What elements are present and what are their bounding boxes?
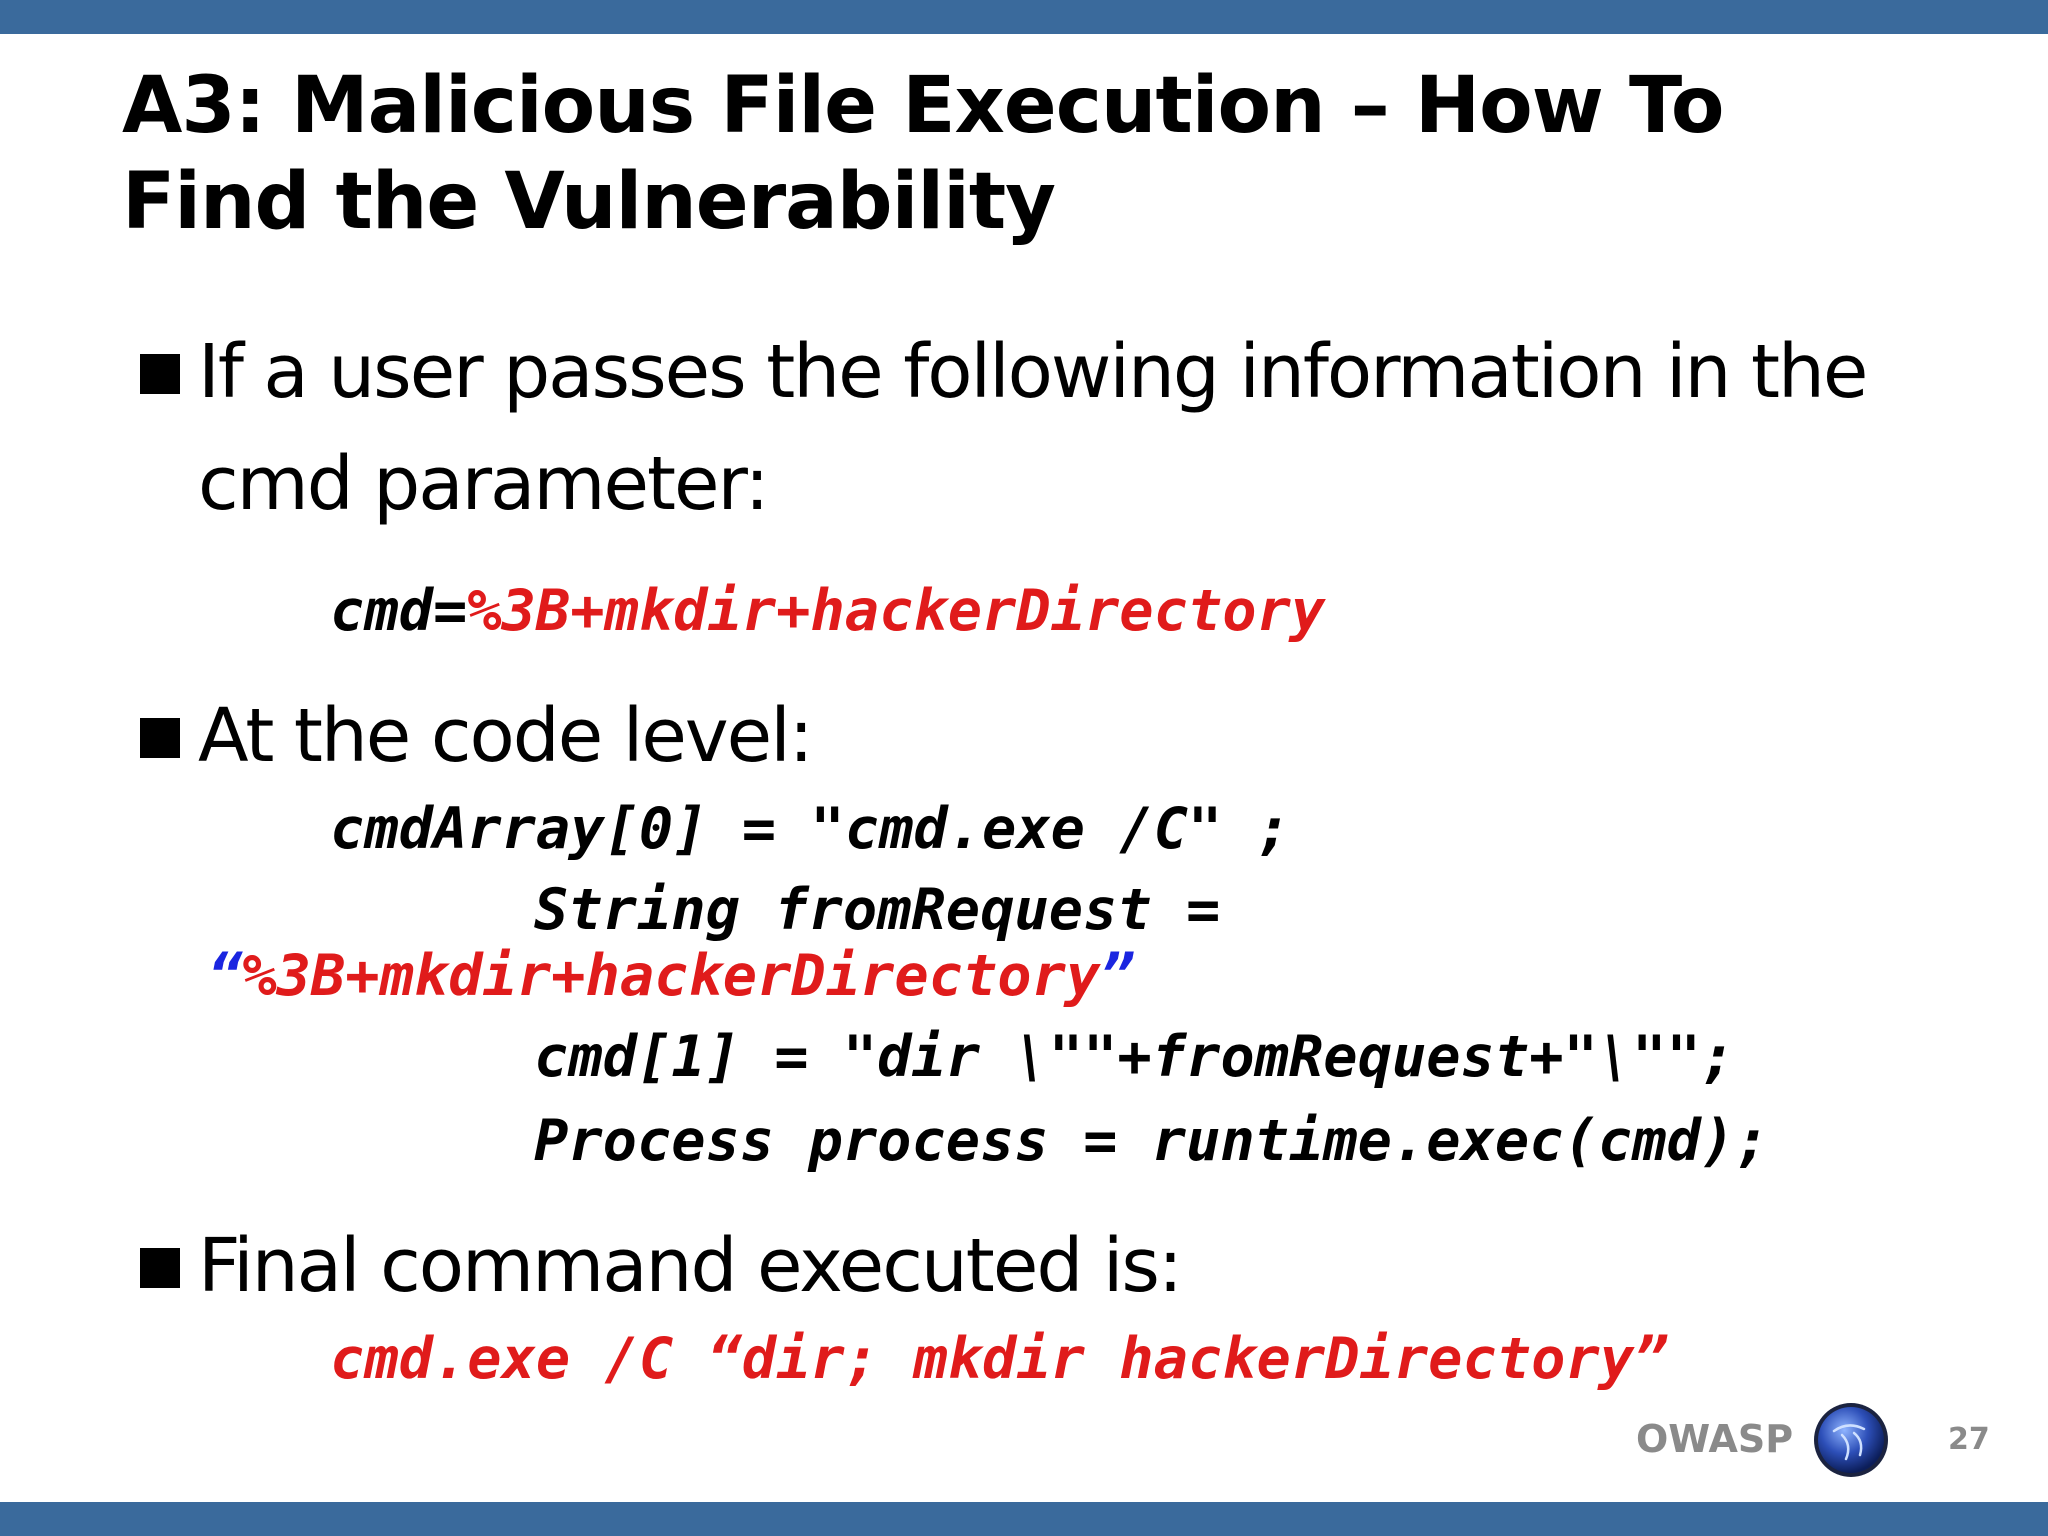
bullet-text: At the code level: bbox=[198, 693, 814, 779]
owasp-wasp-logo-icon bbox=[1814, 1403, 1888, 1477]
open-quote: “ bbox=[208, 943, 243, 1009]
cmd-param-example: cmd=%3B+mkdir+hackerDirectory bbox=[330, 578, 1325, 644]
request-value: %3B+mkdir+hackerDirectory bbox=[242, 943, 1101, 1009]
bullet-square-icon bbox=[140, 354, 180, 394]
bullet-square-icon bbox=[140, 1248, 180, 1288]
code-line: Process process = runtime.exec(cmd); bbox=[534, 1108, 1770, 1174]
page-number: 27 bbox=[1948, 1422, 1990, 1457]
code-line: “%3B+mkdir+hackerDirectory” bbox=[208, 943, 1135, 1009]
code-line: cmd[1] = "dir \""+fromRequest+"\""; bbox=[534, 1024, 1736, 1090]
final-command: cmd.exe /C “dir; mkdir hackerDirectory” bbox=[330, 1326, 1669, 1392]
code-line: cmdArray[0] = "cmd.exe /C" ; bbox=[330, 796, 1291, 862]
bullet-text: If a user passes the following informati… bbox=[198, 329, 1868, 527]
slide-title: A3: Malicious File Execution – How To Fi… bbox=[122, 61, 1724, 247]
code-line: String fromRequest = bbox=[534, 877, 1221, 943]
param-value: %3B+mkdir+hackerDirectory bbox=[467, 578, 1326, 644]
owasp-wordmark: OWASP bbox=[1636, 1417, 1794, 1461]
param-prefix: cmd= bbox=[330, 578, 468, 644]
bullet-square-icon bbox=[140, 718, 180, 758]
top-accent-bar bbox=[0, 0, 2048, 34]
bottom-accent-bar bbox=[0, 1502, 2048, 1536]
bullet-text: Final command executed is: bbox=[198, 1223, 1183, 1309]
close-quote: ” bbox=[1100, 943, 1135, 1009]
